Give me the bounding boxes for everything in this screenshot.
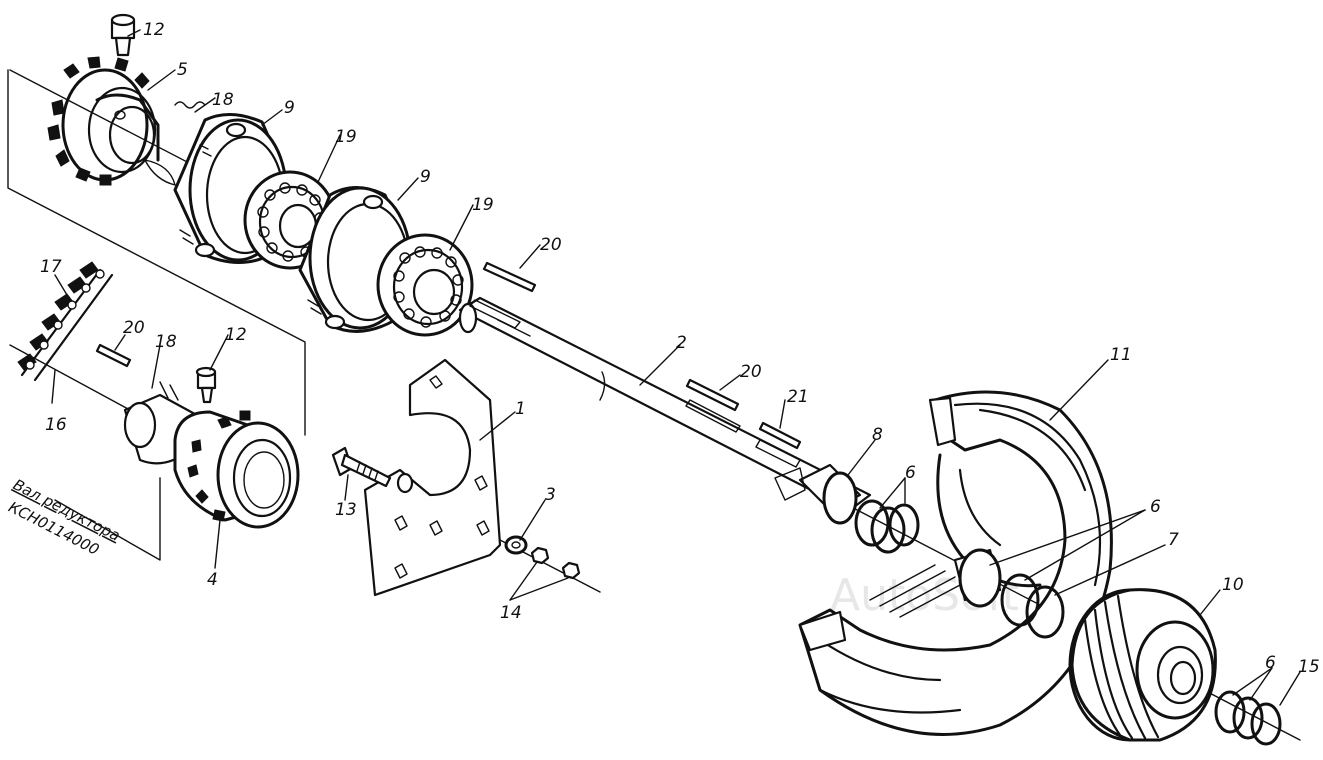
bolt-13 bbox=[331, 446, 392, 488]
key-18-top bbox=[144, 101, 206, 186]
caption: Вал редуктора КСН0114000 bbox=[6, 476, 124, 559]
label-20-upper: 20 bbox=[540, 235, 562, 255]
retaining-rings-6-right bbox=[1214, 690, 1264, 740]
sprocket-4 bbox=[173, 410, 300, 529]
label-3: 3 bbox=[545, 485, 556, 505]
label-9-middle: 9 bbox=[420, 167, 431, 187]
label-6-right: 6 bbox=[1265, 653, 1276, 673]
mounting-plate-1 bbox=[363, 358, 502, 597]
label-16: 16 bbox=[45, 415, 67, 435]
key-21 bbox=[758, 421, 802, 450]
key-20-upper bbox=[482, 261, 537, 293]
part-labels: 12 5 18 9 19 9 19 20 17 20 18 12 16 2 20… bbox=[40, 20, 1320, 677]
pulley-10 bbox=[1068, 588, 1217, 742]
nut-14-a bbox=[530, 546, 550, 565]
label-14: 14 bbox=[500, 603, 522, 623]
key-20-shaft bbox=[685, 378, 740, 412]
label-1: 1 bbox=[515, 399, 526, 419]
label-18-top: 18 bbox=[212, 90, 234, 110]
nut-14-b bbox=[561, 561, 581, 580]
retaining-rings-6-shaft bbox=[854, 499, 920, 554]
label-10: 10 bbox=[1222, 575, 1244, 595]
label-12-left: 12 bbox=[225, 325, 247, 345]
label-20-left: 20 bbox=[123, 318, 145, 338]
bushing-8 bbox=[774, 463, 862, 525]
ball-bearing-19-middle bbox=[376, 233, 474, 337]
pulley-11 bbox=[798, 390, 1113, 736]
label-13: 13 bbox=[335, 500, 357, 520]
label-8: 8 bbox=[872, 425, 883, 445]
bearing-housing-9-top bbox=[173, 113, 292, 264]
label-17: 17 bbox=[40, 257, 62, 277]
label-6-hub: 6 bbox=[1150, 497, 1161, 517]
key-20-left bbox=[95, 343, 132, 368]
label-9-top: 9 bbox=[284, 98, 295, 118]
bolt-12-top bbox=[110, 13, 136, 57]
retaining-ring-6-hub bbox=[1000, 573, 1040, 627]
label-7: 7 bbox=[1168, 530, 1179, 550]
ring-7 bbox=[1025, 585, 1065, 639]
shaft-2 bbox=[458, 296, 872, 512]
label-19-top: 19 bbox=[335, 127, 357, 147]
label-5: 5 bbox=[177, 60, 188, 80]
circlip-15 bbox=[1250, 702, 1282, 746]
label-19-middle: 19 bbox=[472, 195, 494, 215]
label-12-top: 12 bbox=[143, 20, 165, 40]
label-21: 21 bbox=[787, 387, 809, 407]
label-6-shaft: 6 bbox=[905, 463, 916, 483]
label-11: 11 bbox=[1110, 345, 1132, 365]
chain-17 bbox=[17, 261, 114, 382]
sprocket-5 bbox=[47, 56, 160, 186]
label-15: 15 bbox=[1298, 657, 1320, 677]
leader-lines bbox=[51, 29, 1301, 706]
label-2: 2 bbox=[676, 333, 687, 353]
label-20-shaft: 20 bbox=[740, 362, 762, 382]
washer-3 bbox=[504, 535, 528, 555]
reference-frame bbox=[7, 69, 306, 561]
label-4: 4 bbox=[207, 570, 218, 590]
bolt-12-left bbox=[195, 366, 217, 404]
label-18-left: 18 bbox=[155, 332, 177, 352]
hub-bushing bbox=[953, 548, 1002, 608]
